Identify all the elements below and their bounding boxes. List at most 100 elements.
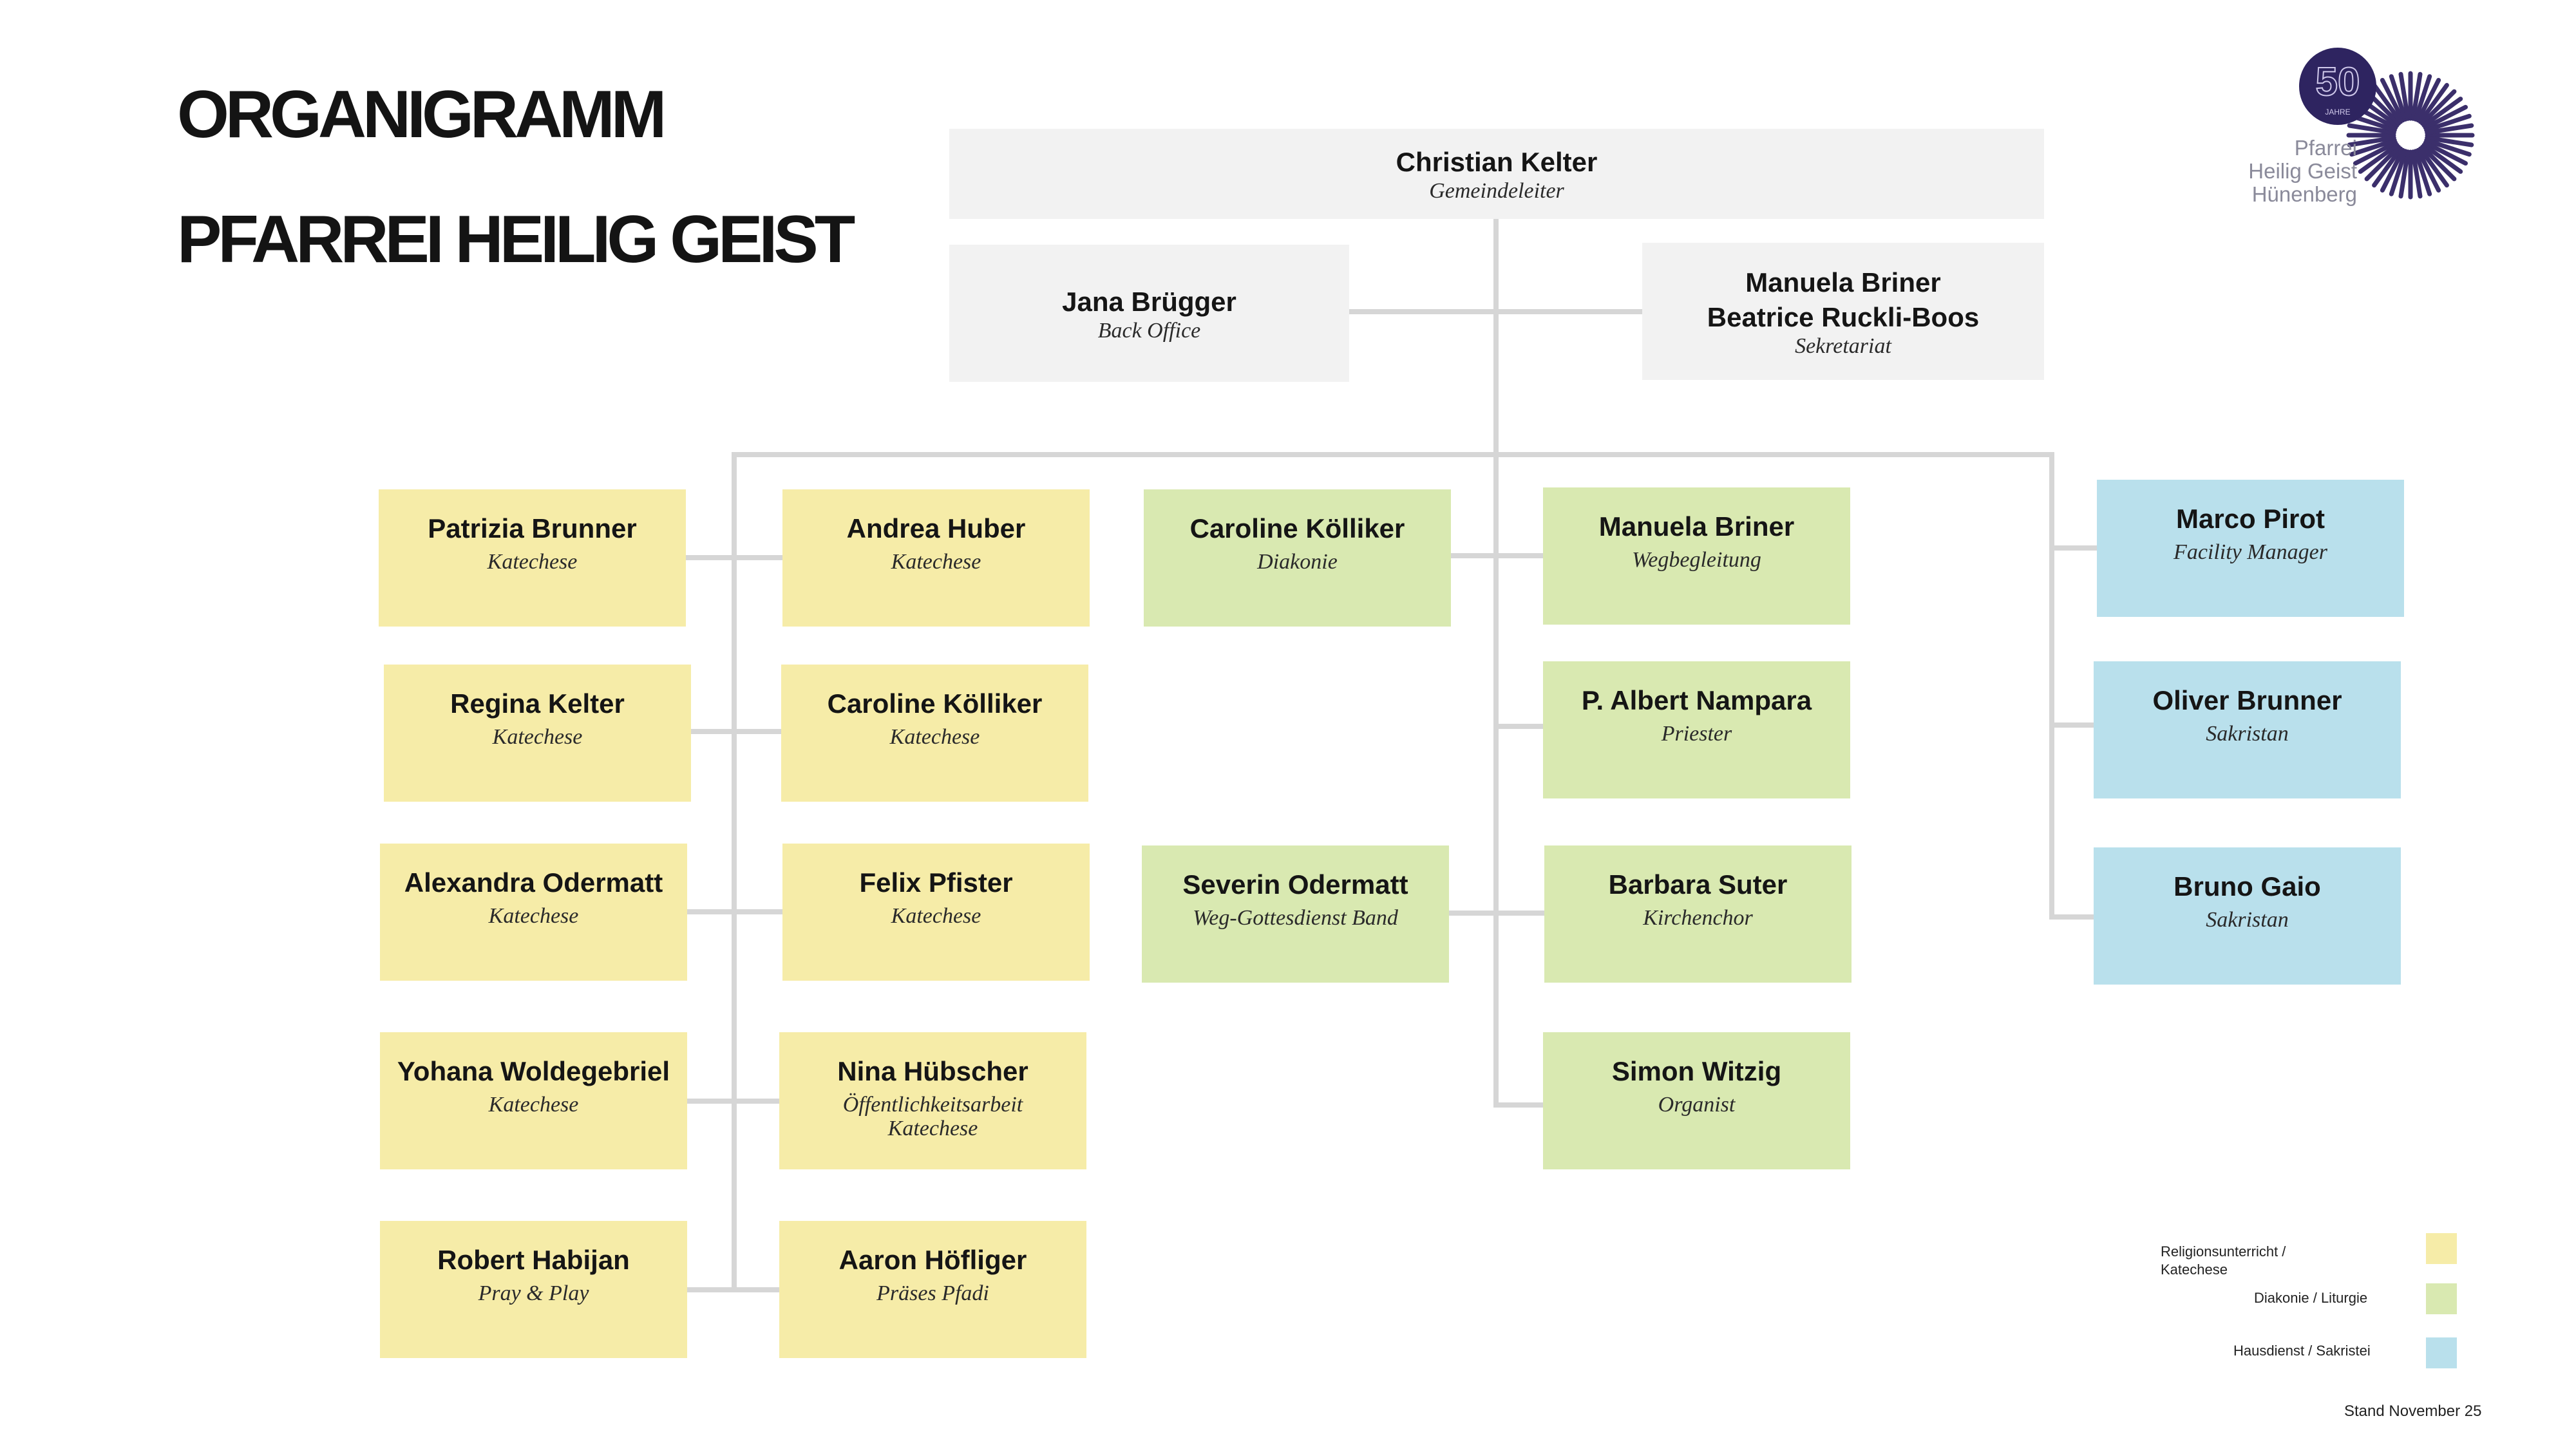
logo-ray (2347, 123, 2396, 135)
person-role: Kirchenchor (1643, 906, 1753, 930)
logo-line-3: Hünenberg (2251, 182, 2357, 206)
person-name: Andrea Huber (846, 513, 1026, 543)
logo-ray (2364, 144, 2401, 182)
logo-line-2: Heilig Geist (2248, 159, 2357, 183)
person-name: Yohana Woldegebriel (397, 1056, 670, 1086)
person-role: Sakristan (2206, 908, 2289, 932)
person-role: Pray & Play (478, 1281, 589, 1305)
legend-hausdienst-label: Hausdienst / Sakristei (2233, 1343, 2371, 1359)
person-card: Alexandra Odermatt Katechese (380, 844, 687, 981)
back-office-role: Back Office (1097, 318, 1201, 343)
sekretariat-role: Sekretariat (1795, 334, 1891, 358)
person-card: Nina Hübscher Öffentlichkeitsarbeit Kate… (779, 1032, 1086, 1169)
person-name: Simon Witzig (1611, 1056, 1782, 1086)
person-card: Severin Odermatt Weg-Gottesdienst Band (1142, 845, 1449, 983)
page-subtitle: PFARREI HEILIG GEIST (177, 202, 855, 277)
person-role: Katechese (891, 904, 981, 928)
person-role: Facility Manager (2174, 540, 2327, 564)
sunburst-logo-icon: 50 JAHRE (2299, 48, 2475, 200)
logo-ray (2416, 147, 2441, 193)
logo-ray (2413, 149, 2432, 196)
person-role: Katechese (891, 550, 981, 574)
logo-number: 50 (2316, 60, 2360, 104)
head-role: Gemeindeleiter (1429, 179, 1564, 203)
parish-logo: 50 JAHRE Pfarrei Heilig Geist Hünenberg (2231, 45, 2483, 219)
person-card: Felix Pfister Katechese (782, 844, 1090, 981)
logo-line-1: Pfarrei (2294, 136, 2357, 160)
back-office-name: Jana Brügger (1062, 286, 1236, 317)
logo-ray (2398, 71, 2410, 121)
sekretariat-name-1: Manuela Briner (1745, 267, 1941, 297)
logo-ray (2410, 149, 2423, 199)
logo-ray (2389, 149, 2408, 196)
person-card: Robert Habijan Pray & Play (380, 1221, 687, 1358)
person-card: Barbara Suter Kirchenchor (1544, 845, 1852, 983)
logo-ray (2413, 74, 2432, 122)
logo-ray (2424, 113, 2472, 133)
person-name: Severin Odermatt (1182, 869, 1408, 900)
person-role: Sakristan (2206, 722, 2289, 746)
person-role: Präses Pfadi (876, 1281, 989, 1305)
person-card: P. Albert Nampara Priester (1543, 661, 1850, 798)
logo-ray (2423, 140, 2468, 166)
person-role: Katechese (487, 550, 578, 574)
person-role: Öffentlichkeitsarbeit (842, 1093, 1023, 1117)
person-name: Marco Pirot (2175, 504, 2325, 534)
person-name: Felix Pfister (859, 867, 1013, 898)
person-card: Manuela Briner Wegbegleitung (1543, 487, 1850, 625)
logo-ray (2349, 138, 2397, 157)
legend-religion-line-2: Katechese (2161, 1261, 2228, 1278)
logo-ray (2398, 149, 2410, 199)
logo-ray (2380, 78, 2405, 123)
person-role: Weg-Gottesdienst Band (1193, 906, 1398, 930)
back-office-box: Jana Brügger Back Office (949, 245, 1349, 382)
person-card: Patrizia Brunner Katechese (379, 489, 686, 627)
head-box: Christian Kelter Gemeindeleiter (949, 129, 2044, 219)
logo-ray (2416, 78, 2441, 123)
logo-ray (2418, 146, 2449, 188)
sekretariat-name-2: Beatrice Ruckli-Boos (1707, 301, 1980, 332)
logo-ray (2353, 140, 2398, 166)
person-role: Diakonie (1257, 550, 1338, 574)
person-name: Alexandra Odermatt (404, 867, 663, 898)
logo-ray (2372, 82, 2403, 124)
person-name: Patrizia Brunner (428, 513, 637, 543)
legend-hausdienst-swatch (2426, 1337, 2457, 1368)
person-role: Priester (1661, 722, 1732, 746)
person-card: Caroline Kölliker Katechese (781, 665, 1088, 802)
person-card: Regina Kelter Katechese (384, 665, 691, 802)
person-card: Simon Witzig Organist (1543, 1032, 1850, 1169)
person-role: Organist (1658, 1093, 1736, 1117)
sekretariat-box: Manuela Briner Beatrice Ruckli-Boos Sekr… (1642, 243, 2044, 380)
person-name: Nina Hübscher (837, 1056, 1028, 1086)
logo-jahre: JAHRE (2325, 108, 2350, 117)
head-name: Christian Kelter (1396, 147, 1598, 177)
logo-ray (2358, 142, 2400, 174)
logo-ray (2420, 89, 2457, 126)
logo-ray (2421, 97, 2463, 128)
person-name: Bruno Gaio (2174, 871, 2321, 902)
person-name: P. Albert Nampara (1581, 685, 1812, 715)
logo-ray (2421, 142, 2463, 174)
person-name: Caroline Kölliker (827, 688, 1043, 719)
person-name: Regina Kelter (450, 688, 625, 719)
logo-ray (2418, 82, 2449, 124)
person-name: Barbara Suter (1608, 869, 1788, 900)
legend-religion-label: Religionsunterricht / Katechese (2161, 1243, 2286, 1279)
logo-ray (2347, 135, 2396, 147)
logo-ray (2424, 138, 2472, 157)
logo-ray (2410, 71, 2423, 121)
person-role: Katechese (889, 725, 980, 749)
person-name: Aaron Höfliger (838, 1245, 1027, 1275)
person-card: Andrea Huber Katechese (782, 489, 1090, 627)
stand-date: Stand November 25 (2344, 1402, 2482, 1420)
person-card: Yohana Woldegebriel Katechese (380, 1032, 687, 1169)
person-name: Manuela Briner (1598, 511, 1795, 542)
person-card: Bruno Gaio Sakristan (2094, 847, 2401, 985)
logo-ray (2389, 74, 2408, 122)
person-role: Katechese (488, 904, 579, 928)
logo-ray (2420, 144, 2457, 182)
person-role: Katechese (492, 725, 583, 749)
person-name: Caroline Kölliker (1189, 513, 1405, 543)
